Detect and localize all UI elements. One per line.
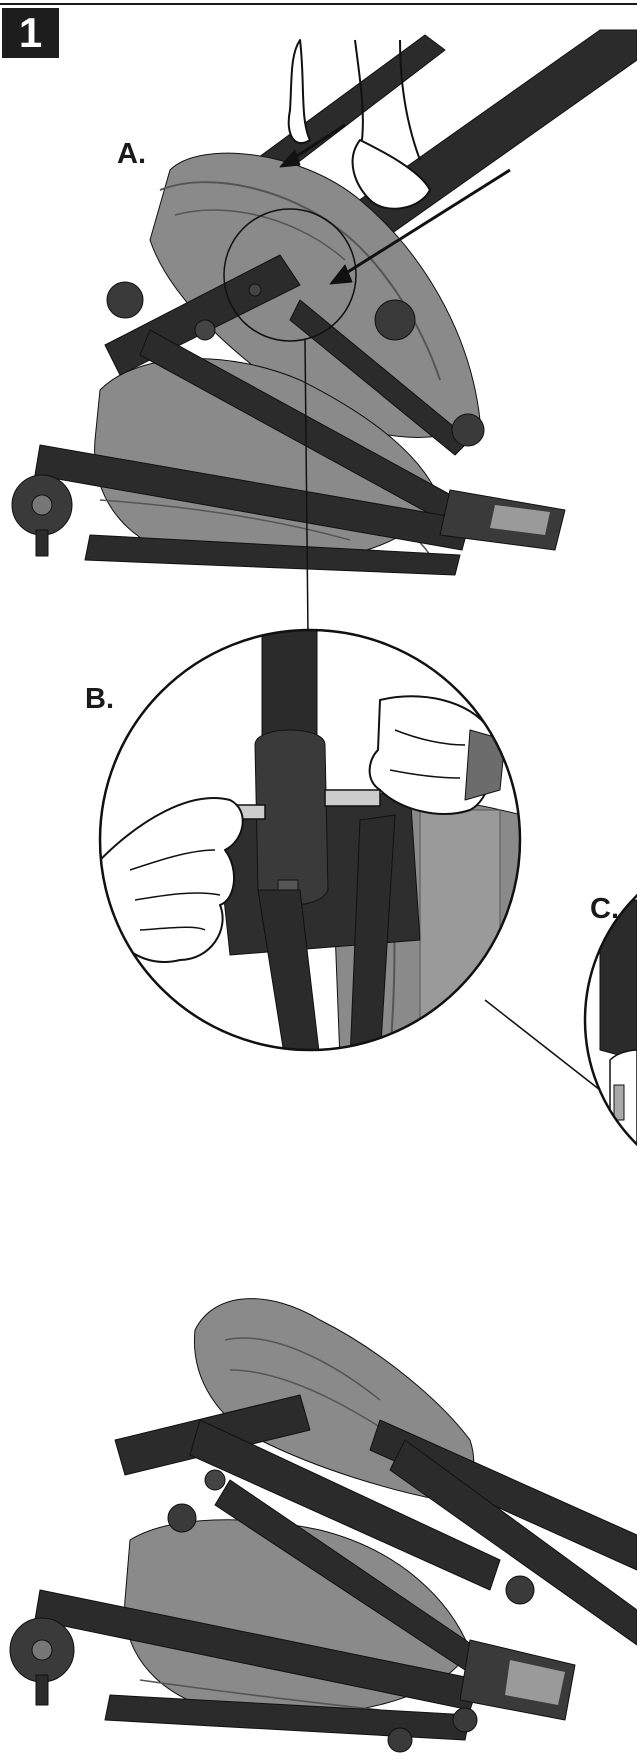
folded-frame-bar-1 bbox=[189, 1419, 501, 1591]
hand-right bbox=[351, 139, 431, 210]
step-number-badge: 1 bbox=[2, 8, 59, 58]
label-b: B. bbox=[85, 683, 114, 715]
folded-handle-tube-1 bbox=[369, 1419, 637, 1571]
front-wheel bbox=[451, 413, 485, 447]
stroller-folding-illustration bbox=[11, 29, 637, 636]
pin-right bbox=[324, 789, 381, 807]
hand-right-detail bbox=[368, 695, 495, 815]
hand-left bbox=[287, 39, 311, 145]
folded-handle-tube-2 bbox=[389, 1439, 637, 1646]
frame-front-leg bbox=[289, 299, 471, 456]
pin-removal-detail bbox=[98, 628, 601, 1091]
top-rule bbox=[0, 3, 637, 5]
callout-line-c bbox=[484, 999, 601, 1091]
label-a: A. bbox=[117, 138, 146, 170]
arrow-fold-2 bbox=[334, 168, 511, 282]
frame-base-bar bbox=[84, 534, 461, 576]
upper-wheel-right bbox=[374, 299, 416, 341]
upper-wheel-left bbox=[106, 281, 144, 319]
handle-tube-left bbox=[254, 34, 446, 181]
stroller-folded-illustration bbox=[9, 1298, 637, 1753]
hand-left-detail bbox=[100, 797, 244, 963]
folded-base-bar bbox=[104, 1694, 471, 1741]
zoom-circle bbox=[223, 208, 357, 342]
callout-line-b bbox=[304, 339, 309, 636]
frame-lower-bar bbox=[34, 444, 471, 551]
label-c: C. bbox=[590, 893, 619, 925]
